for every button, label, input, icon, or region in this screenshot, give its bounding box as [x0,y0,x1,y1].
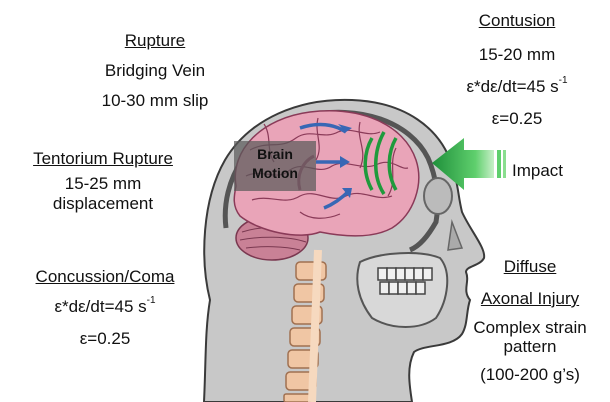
contusion-strain: ε=0.25 [432,106,602,132]
tentorium-title: Tentorium Rupture [8,146,198,172]
diffuse-title1: Diffuse [452,254,608,280]
tentorium-line1: 15-25 mm [8,174,198,194]
concussion-rate-exp: -1 [147,295,156,306]
diffuse-line2: pattern [452,338,608,356]
tentorium-line2: displacement [8,194,198,214]
diffuse-title2: Axonal Injury [452,286,608,312]
contusion-rate: ε*dε/dt=45 s-1 [432,74,602,100]
contusion-title: Contusion [432,8,602,34]
rupture-line2: 10-30 mm slip [60,88,250,114]
concussion-title: Concussion/Coma [10,264,200,290]
contusion-line1: 15-20 mm [432,42,602,68]
concussion-strain: ε=0.25 [10,326,200,352]
brain-motion-line1: Brain [234,145,316,164]
contusion-label: Contusion 15-20 mm ε*dε/dt=45 s-1 ε=0.25 [432,8,602,132]
rupture-label: Rupture Bridging Vein 10-30 mm slip [60,28,250,114]
diffuse-line3: (100-200 g’s) [452,362,608,388]
brain-motion-label: Brain Motion [234,145,316,183]
tentorium-label: Tentorium Rupture 15-25 mm displacement [8,146,198,214]
rupture-line1: Bridging Vein [60,58,250,84]
contusion-rate-text: ε*dε/dt=45 s [466,77,558,96]
diffuse-label: Diffuse Axonal Injury Complex strain pat… [452,254,608,388]
diffuse-line1: Complex strain [452,318,608,338]
concussion-rate: ε*dε/dt=45 s-1 [10,294,200,320]
rupture-title: Rupture [60,28,250,54]
impact-label: Impact [512,158,582,184]
eye-socket [424,178,452,214]
contusion-rate-exp: -1 [559,75,568,86]
brain-motion-box: Brain Motion [234,141,316,191]
concussion-label: Concussion/Coma ε*dε/dt=45 s-1 ε=0.25 [10,264,200,352]
concussion-rate-text: ε*dε/dt=45 s [54,297,146,316]
brain-motion-line2: Motion [234,164,316,183]
